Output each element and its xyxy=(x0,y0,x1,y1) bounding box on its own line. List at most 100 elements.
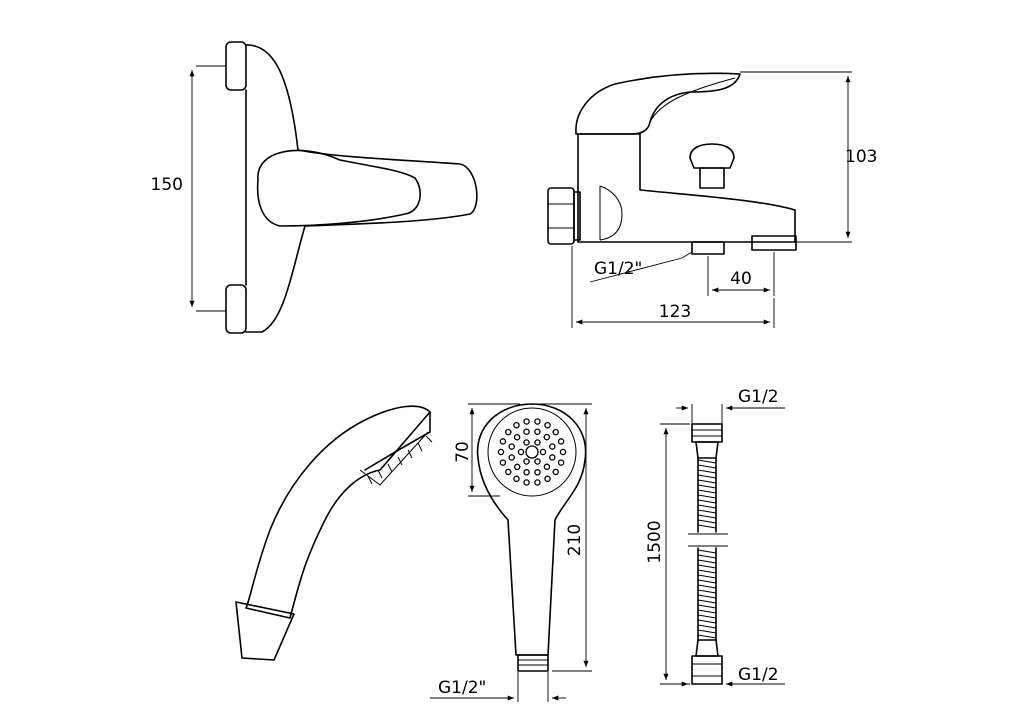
spray-hole xyxy=(539,448,547,456)
hose-coil xyxy=(697,629,717,634)
diverter-knob xyxy=(689,143,735,169)
spray-hole xyxy=(513,463,521,471)
spray-hole xyxy=(523,418,530,425)
bath-spout xyxy=(751,235,797,251)
shower-face-ring xyxy=(487,407,577,497)
spray-hole xyxy=(534,458,541,465)
hose-coil xyxy=(697,559,717,564)
spray-hole xyxy=(552,468,559,476)
spray-center xyxy=(525,445,539,459)
spray-hole xyxy=(505,468,512,476)
hose-coil xyxy=(697,554,717,559)
hose-coil xyxy=(697,574,717,579)
spray-hole xyxy=(508,443,515,450)
hose-coil xyxy=(697,619,717,624)
hose-coil xyxy=(697,614,717,619)
outlet-thread-label: G1/2" xyxy=(594,259,642,279)
spray-hole xyxy=(557,438,565,445)
spray-hole xyxy=(508,454,515,461)
spray-hole xyxy=(505,428,512,436)
hose-coil xyxy=(697,589,717,594)
mixer-body-outline xyxy=(245,44,478,333)
spray-hole xyxy=(544,475,551,483)
shower-outlet xyxy=(691,241,725,255)
spray-hole xyxy=(534,439,541,446)
mixer-front-view: 150 xyxy=(151,41,478,334)
spray-hole xyxy=(534,428,541,435)
shower-end-fitting xyxy=(235,601,295,661)
shower-hose: G1/2 1500 G1/2 xyxy=(645,387,785,687)
spray-hole xyxy=(534,418,541,425)
mixer-lever xyxy=(256,149,421,227)
hose-coil xyxy=(697,504,717,509)
hose-coil xyxy=(697,489,717,494)
spray-hole xyxy=(513,433,521,441)
shower-thread-label: G1/2" xyxy=(438,678,486,698)
side-body xyxy=(577,133,796,243)
hose-coil xyxy=(697,634,717,639)
hose-coil xyxy=(697,524,717,529)
spray-hole xyxy=(543,433,551,441)
spray-hole xyxy=(523,458,530,465)
depth-label: 123 xyxy=(659,302,691,322)
spray-hole xyxy=(517,448,525,456)
side-connector-nut xyxy=(547,187,575,245)
hose-coil xyxy=(697,509,717,514)
hose-coil xyxy=(697,519,717,524)
shower-nozzle-row xyxy=(367,435,433,485)
bottom-connector-nut xyxy=(225,284,247,334)
hose-coil xyxy=(697,604,717,609)
hose-coil xyxy=(697,624,717,629)
hose-coil xyxy=(697,564,717,569)
hose-coil xyxy=(697,459,717,464)
spray-hole xyxy=(523,479,530,486)
hand-shower-side-view xyxy=(235,405,433,661)
hose-bottom-thread-label: G1/2 xyxy=(738,665,779,685)
side-height-label: 103 xyxy=(845,147,877,167)
hand-shower-front-view: 70 210 G1/2" xyxy=(430,403,592,702)
spray-hole xyxy=(499,438,507,445)
hose-coil xyxy=(697,469,717,474)
spray-hole xyxy=(544,421,551,429)
spray-hole xyxy=(523,428,530,435)
hose-coil xyxy=(697,484,717,489)
hose-coil xyxy=(697,594,717,599)
spray-hole xyxy=(549,443,556,450)
front-height-label: 150 xyxy=(151,175,183,195)
hose-coils-lower xyxy=(697,549,717,639)
hose-coil xyxy=(697,514,717,519)
hose-top-nut xyxy=(691,423,723,443)
hose-coil xyxy=(697,479,717,484)
hose-top-thread-label: G1/2 xyxy=(738,387,779,407)
spray-hole xyxy=(499,459,507,466)
hose-coil xyxy=(697,474,717,479)
spray-hole xyxy=(557,459,565,466)
spray-hole xyxy=(552,428,559,436)
hose-coil xyxy=(697,464,717,469)
hose-coil xyxy=(697,494,717,499)
spray-hole xyxy=(523,439,530,446)
hose-coil xyxy=(697,499,717,504)
hose-coil xyxy=(697,599,717,604)
spacing-label: 40 xyxy=(730,269,752,289)
hose-coil xyxy=(697,609,717,614)
spray-hole xyxy=(534,479,541,486)
hose-length-label: 1500 xyxy=(645,520,665,563)
hose-bottom-nut xyxy=(691,655,723,685)
spray-hole xyxy=(543,463,551,471)
hose-coil xyxy=(697,549,717,554)
shower-handle-outline xyxy=(245,405,431,619)
spray-hole xyxy=(513,475,520,483)
spray-hole xyxy=(534,469,541,476)
spray-hole xyxy=(497,448,505,456)
top-connector-nut xyxy=(225,41,247,91)
spray-hole xyxy=(513,421,520,429)
side-handle xyxy=(575,72,741,135)
spray-hole xyxy=(549,454,556,461)
hose-coils-upper xyxy=(697,459,717,529)
mixer-side-view: 103 G1/2" 40 123 xyxy=(547,71,877,328)
hose-coil xyxy=(697,569,717,574)
spray-hole xyxy=(559,448,567,456)
shower-thread xyxy=(517,654,549,672)
